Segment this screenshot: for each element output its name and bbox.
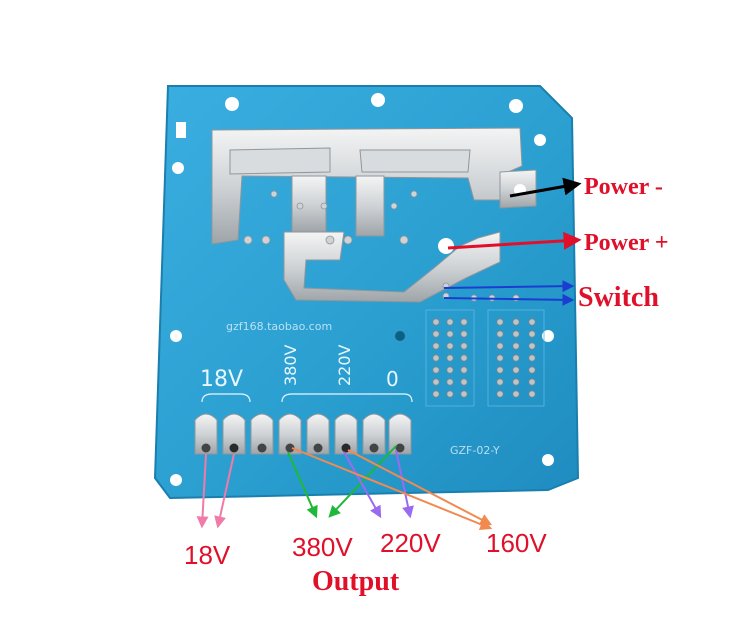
arrow-power-minus [509,177,582,198]
label-power-minus: Power - [584,174,663,200]
ic-pin [460,330,468,338]
ic-pin [432,378,440,386]
ic-pin [446,378,454,386]
ic-pin [446,342,454,350]
silk-tap-220v: 220V [335,344,354,386]
ic-pin [512,330,520,338]
ic-pin [432,330,440,338]
terminal-pad [222,413,246,455]
ic-pin [528,318,536,326]
ic-pin [528,390,536,398]
ic-pin [460,366,468,374]
ic-pin [496,330,504,338]
ic-pin [512,390,520,398]
ic-pin [496,318,504,326]
arrow-380v-b [328,445,397,518]
ic-pin [432,390,440,398]
silk-url: gzf168.taobao.com [226,320,332,333]
terminal-pad [362,413,386,455]
terminal-pad [194,413,218,455]
arrow-160v-b [347,449,493,526]
ic-pin [432,318,440,326]
arrow-220v-a [343,451,382,519]
arrow-switch-2 [443,293,575,306]
label-output: Output [312,566,400,597]
silk-tap-18v: 18V [200,367,243,392]
ic-pin [446,330,454,338]
ic-pin [446,366,454,374]
ic-pin [512,366,520,374]
annotation-arrows [196,177,582,530]
arrow-power-plus [447,231,582,250]
ic-pin [446,318,454,326]
mounting-holes [170,93,554,486]
arrow-220v-b [395,449,414,519]
ic-pin [512,318,520,326]
ic-pin [496,354,504,362]
silk-tap-0: 0 [386,367,399,391]
ic-pin [460,318,468,326]
ic-pin [528,378,536,386]
label-out-380v: 380V [292,532,353,562]
ic-pin [528,354,536,362]
ic-pin [496,366,504,374]
ic-pin [512,342,520,350]
label-switch: Switch [578,282,659,313]
ic-pin [528,330,536,338]
silk-brackets [201,393,413,403]
label-out-220v: 220V [380,528,441,558]
terminal-pad [334,413,358,455]
terminal-pad [278,413,302,455]
pcb-board: gzf168.taobao.com GZF-02-Y 18V 380V 220V… [153,85,580,500]
ic-pin [460,342,468,350]
terminal-pad [388,413,412,455]
ic-pin [496,342,504,350]
ic-pin [432,354,440,362]
arrow-18v-b [214,453,235,529]
ic-pin [432,366,440,374]
ic-pin [512,378,520,386]
ic-pin [528,366,536,374]
label-power-plus: Power + [584,230,669,256]
ic-pin [496,378,504,386]
arrow-switch-1 [443,280,575,293]
ic-pin-grid [425,309,545,407]
arrow-380v-a [287,451,318,519]
terminal-pads [194,413,412,455]
terminal-pad [306,413,330,455]
silk-model: GZF-02-Y [450,444,500,457]
ic-pin [446,390,454,398]
arrow-160v-a [291,447,493,530]
ic-pin [460,390,468,398]
ic-pin [460,354,468,362]
ic-pin [446,354,454,362]
terminal-pad [250,413,274,455]
ic-pin [432,342,440,350]
ic-pin [512,354,520,362]
label-out-160v: 160V [486,528,547,558]
arrow-18v-a [196,453,209,529]
label-out-18v: 18V [184,540,231,570]
ic-pin [496,390,504,398]
ic-pin [460,378,468,386]
ic-pin [528,342,536,350]
silk-tap-380v: 380V [281,344,300,386]
